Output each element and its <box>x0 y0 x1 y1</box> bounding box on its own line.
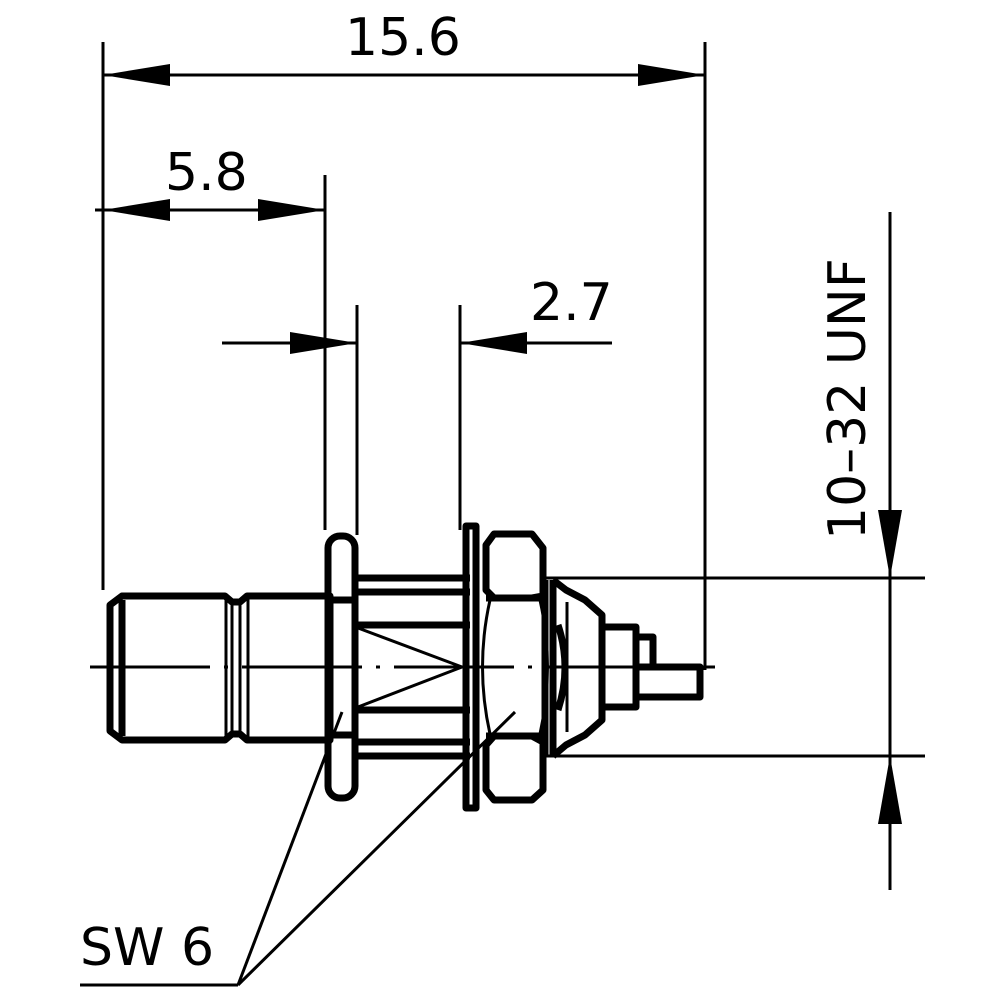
dim-front-length: 5.8 <box>165 143 248 203</box>
dimension-line-thread <box>545 212 925 890</box>
dim-thread: 10–32 UNF <box>818 258 878 540</box>
dimension-line-flange <box>222 305 612 535</box>
dimension-line-front <box>95 175 327 530</box>
dim-flange-spacing: 2.7 <box>530 273 613 333</box>
dim-overall-length: 15.6 <box>345 8 461 68</box>
dimension-line-overall <box>101 42 707 670</box>
dim-wrench-size: SW 6 <box>80 918 214 978</box>
